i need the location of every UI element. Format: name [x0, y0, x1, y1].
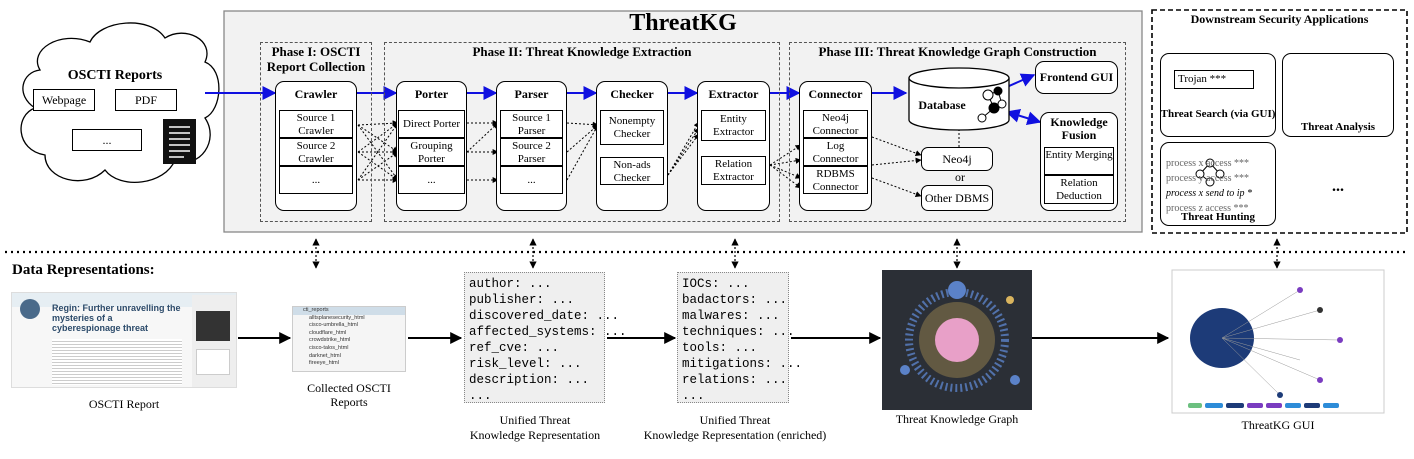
neo4j-box: Neo4j	[921, 147, 993, 171]
phase-3-title: Phase III: Threat Knowledge Graph Constr…	[818, 44, 1097, 59]
parser-title: Parser	[514, 87, 549, 101]
source-webpage: Webpage	[33, 89, 95, 111]
phase-1-frame	[260, 42, 372, 222]
search-query-box: Trojan ***	[1174, 70, 1254, 89]
connector-cell-3: RDBMS Connector	[803, 166, 868, 194]
crawler-cell-2: Source 2 Crawler	[279, 138, 353, 166]
hunting-graph-icon	[1195, 158, 1225, 187]
fusion-cell-1: Entity Merging	[1044, 147, 1114, 175]
parser-cell-2: Source 2 Parser	[500, 138, 563, 166]
extractor-cell-1: Entity Extractor	[701, 110, 766, 141]
gui-graph	[1188, 287, 1343, 408]
parser-cell-1: Source 1 Parser	[500, 110, 563, 138]
checker-cell-2: Non-ads Checker	[600, 157, 664, 185]
report-thumbnail: Regin: Further unravelling the mysteries…	[11, 292, 237, 388]
gui-caption: ThreatKG GUI	[1241, 418, 1315, 432]
downstream-title: Downstream Security Applications	[1190, 12, 1369, 26]
threat-search-card	[1160, 53, 1276, 137]
extractor-module	[697, 81, 770, 211]
other-dbms-box: Other DBMS	[921, 185, 993, 211]
extractor-cell-2: Relation Extractor	[701, 156, 766, 185]
kg-graph-dots	[900, 281, 1020, 392]
database-label: Database	[918, 98, 966, 112]
porter-cell-2: Grouping Porter	[398, 138, 465, 166]
or-label: or	[955, 170, 965, 184]
source-pdf: PDF	[115, 89, 177, 111]
crawler-title: Crawler	[294, 87, 338, 101]
porter-title: Porter	[414, 87, 449, 101]
threat-analysis-label: Threat Analysis	[1300, 121, 1376, 133]
collected-reports-list: cti_reports alltsplanesecurity_html cisc…	[292, 306, 406, 372]
porter-cell-3: ...	[398, 166, 465, 194]
downstream-more: ...	[1332, 178, 1344, 195]
phase-2-title: Phase II: Threat Knowledge Extraction	[472, 44, 692, 59]
crawler-cell-1: Source 1 Crawler	[279, 110, 353, 138]
data-rep-title: Data Representations:	[12, 262, 155, 278]
frontend-gui-box: Frontend GUI	[1035, 61, 1118, 94]
threat-hunting-card	[1160, 142, 1276, 226]
checker-title: Checker	[610, 87, 654, 101]
threat-hunting-label: Threat Hunting	[1180, 211, 1256, 223]
fusion-title: Knowledge Fusion	[1050, 115, 1108, 142]
source-more: ...	[72, 129, 142, 151]
database-graph-icon	[977, 86, 1007, 123]
extractor-title: Extractor	[708, 87, 759, 101]
connector-cell-2: Log Connector	[803, 138, 868, 166]
connector-title: Connector	[808, 87, 863, 101]
checker-module	[596, 81, 668, 211]
threat-search-label: Threat Search (via GUI)	[1160, 108, 1276, 120]
hunting-lines: process x access *** process y access **…	[1166, 158, 1253, 214]
unified-rep-box: author: ...publisher: ...discovered_date…	[464, 272, 627, 403]
cloud-title: OSCTI Reports	[67, 68, 163, 83]
phase-3-frame	[789, 42, 1126, 222]
enriched-rep-box: IOCs: ...badactors: ...malwares: ...tech…	[677, 272, 802, 403]
connector-cell-1: Neo4j Connector	[803, 110, 868, 138]
crawler-cell-3: ...	[279, 166, 353, 194]
porter-cell-1: Direct Porter	[398, 110, 465, 138]
document-icon	[163, 119, 196, 164]
checker-cell-1: Nonempty Checker	[600, 110, 664, 145]
fusion-cell-2: Relation Deduction	[1044, 175, 1114, 204]
system-title: ThreatKG	[629, 10, 737, 36]
phase-2-frame	[384, 42, 780, 222]
graph-caption: Threat Knowledge Graph	[895, 412, 1019, 426]
parser-cell-3: ...	[500, 166, 563, 194]
threat-analysis-card	[1282, 53, 1394, 137]
report-caption: OSCTI Report	[88, 397, 160, 411]
